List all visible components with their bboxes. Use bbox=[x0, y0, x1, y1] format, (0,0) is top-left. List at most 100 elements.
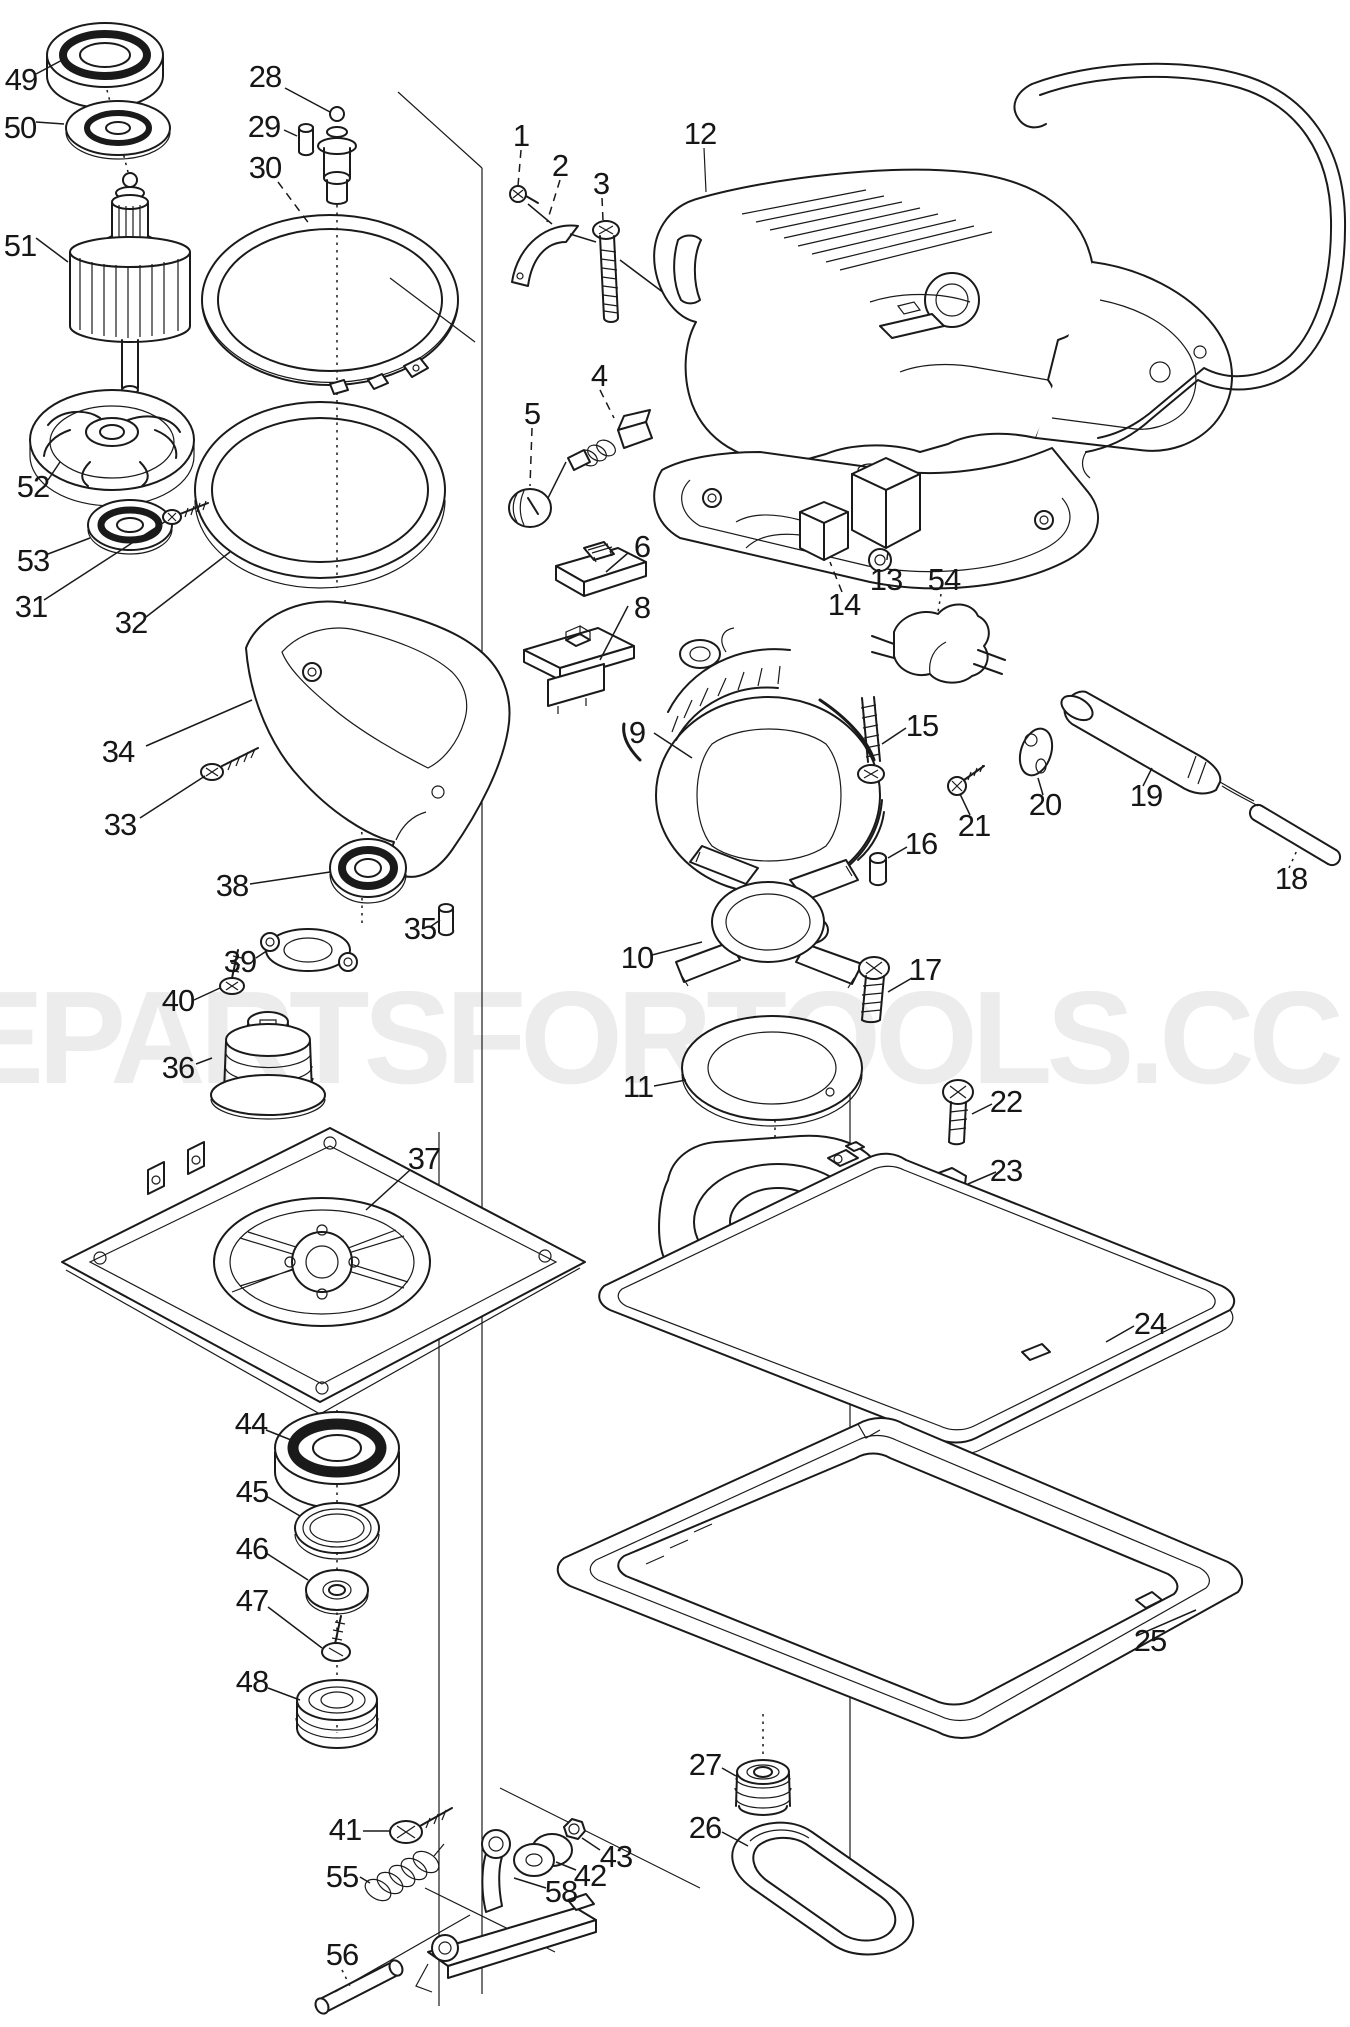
part-54-cord-clip bbox=[871, 593, 1006, 684]
part-19-cord-guard bbox=[1060, 690, 1255, 802]
part-14-capacitor bbox=[735, 501, 849, 593]
part-label-23: 23 bbox=[989, 1153, 1023, 1188]
part-label-46: 46 bbox=[235, 1531, 269, 1566]
part-4-carbon-brush bbox=[567, 389, 653, 471]
part-label-4: 4 bbox=[590, 358, 608, 393]
part-6-switch-slide bbox=[555, 541, 647, 597]
part-label-16: 16 bbox=[904, 826, 938, 861]
part-label-30: 30 bbox=[248, 150, 282, 185]
part-label-33: 33 bbox=[103, 807, 137, 842]
part-51-armature bbox=[35, 172, 191, 395]
part-43-nut bbox=[563, 1818, 601, 1851]
part-label-56: 56 bbox=[325, 1937, 359, 1972]
part-label-26: 26 bbox=[688, 1810, 722, 1845]
part-label-38: 38 bbox=[215, 868, 249, 903]
part-10-cushion-spider bbox=[651, 845, 863, 989]
part-label-14: 14 bbox=[827, 587, 861, 622]
part-8-switch bbox=[523, 605, 635, 714]
part-label-3: 3 bbox=[592, 166, 610, 201]
part-15-screw bbox=[857, 696, 907, 784]
part-label-34: 34 bbox=[101, 734, 135, 769]
part-41-screw bbox=[363, 1807, 453, 1844]
part-24-pad-plate bbox=[598, 1152, 1236, 1455]
part-26-belt bbox=[721, 1821, 915, 1956]
part-53-bearing bbox=[47, 499, 173, 555]
part-label-44: 44 bbox=[234, 1406, 268, 1441]
part-label-55: 55 bbox=[325, 1859, 359, 1894]
part-22-screw bbox=[942, 1079, 993, 1146]
part-2-shim bbox=[511, 179, 597, 287]
part-39-plate bbox=[255, 928, 358, 972]
part-58-lever bbox=[415, 1829, 597, 1993]
part-30-ring bbox=[201, 181, 459, 395]
part-label-47: 47 bbox=[235, 1583, 269, 1618]
part-20-plate bbox=[1018, 727, 1054, 796]
part-33-screw bbox=[139, 747, 259, 819]
part-label-35: 35 bbox=[403, 911, 437, 946]
part-34-handle bbox=[145, 600, 511, 878]
part-25-frame bbox=[556, 1417, 1244, 1739]
part-13-controller bbox=[851, 457, 921, 567]
part-38-bearing bbox=[249, 838, 407, 904]
part-label-43: 43 bbox=[599, 1839, 633, 1874]
part-label-45: 45 bbox=[235, 1474, 269, 1509]
part-label-21: 21 bbox=[957, 808, 991, 843]
part-35-pin bbox=[429, 903, 455, 937]
part-42-roller bbox=[513, 1833, 577, 1877]
part-16-pin bbox=[869, 846, 908, 887]
part-label-10: 10 bbox=[620, 940, 654, 975]
part-44-bearing bbox=[265, 1411, 400, 1509]
part-36-cam-pulley bbox=[195, 1011, 326, 1120]
part-50-washer bbox=[35, 89, 171, 173]
part-label-13: 13 bbox=[869, 562, 903, 597]
part-label-29: 29 bbox=[247, 109, 281, 144]
part-label-8: 8 bbox=[633, 590, 651, 625]
part-label-2: 2 bbox=[551, 148, 569, 183]
part-18-tube bbox=[1221, 785, 1342, 869]
part-label-22: 22 bbox=[989, 1084, 1023, 1119]
part-29-pin bbox=[283, 123, 315, 157]
part-47-screw bbox=[267, 1606, 351, 1662]
part-label-37: 37 bbox=[407, 1141, 441, 1176]
part-5-brush-cap bbox=[508, 427, 567, 528]
part-label-42: 42 bbox=[573, 1858, 607, 1893]
part-49-bearing bbox=[35, 22, 164, 109]
part-label-9: 9 bbox=[628, 715, 646, 750]
power-cord bbox=[1013, 62, 1347, 479]
part-label-19: 19 bbox=[1129, 778, 1163, 813]
part-40-screw bbox=[193, 949, 245, 1001]
part-label-54: 54 bbox=[927, 562, 961, 597]
part-label-51: 51 bbox=[3, 228, 37, 263]
part-label-5: 5 bbox=[523, 396, 541, 431]
part-label-1: 1 bbox=[512, 118, 530, 153]
part-28-spindle bbox=[284, 87, 357, 205]
part-label-24: 24 bbox=[1133, 1306, 1167, 1341]
part-label-20: 20 bbox=[1028, 787, 1062, 822]
part-label-17: 17 bbox=[908, 952, 942, 987]
part-12-housing bbox=[653, 147, 1233, 590]
part-label-48: 48 bbox=[235, 1664, 269, 1699]
part-48-pulley bbox=[267, 1679, 379, 1749]
part-17-screw bbox=[858, 956, 913, 1024]
part-32-ring bbox=[145, 401, 446, 618]
part-52-fan bbox=[29, 389, 195, 507]
part-label-28: 28 bbox=[248, 59, 282, 94]
part-label-12: 12 bbox=[683, 116, 717, 151]
part-label-58: 58 bbox=[544, 1874, 578, 1909]
part-37-base-plate bbox=[61, 1127, 586, 1415]
part-label-40: 40 bbox=[161, 983, 195, 1018]
part-label-49: 49 bbox=[4, 62, 38, 97]
part-11-ring bbox=[653, 1015, 863, 1127]
part-label-41: 41 bbox=[328, 1812, 362, 1847]
part-1-screw bbox=[509, 149, 553, 225]
part-46-washer bbox=[265, 1552, 369, 1615]
part-label-31: 31 bbox=[14, 589, 48, 624]
part-45-ring bbox=[265, 1495, 380, 1560]
part-label-53: 53 bbox=[16, 543, 50, 578]
part-31-screw bbox=[43, 500, 209, 601]
part-label-6: 6 bbox=[633, 529, 651, 564]
part-27-grommet bbox=[721, 1759, 792, 1816]
part-label-25: 25 bbox=[1133, 1623, 1167, 1658]
